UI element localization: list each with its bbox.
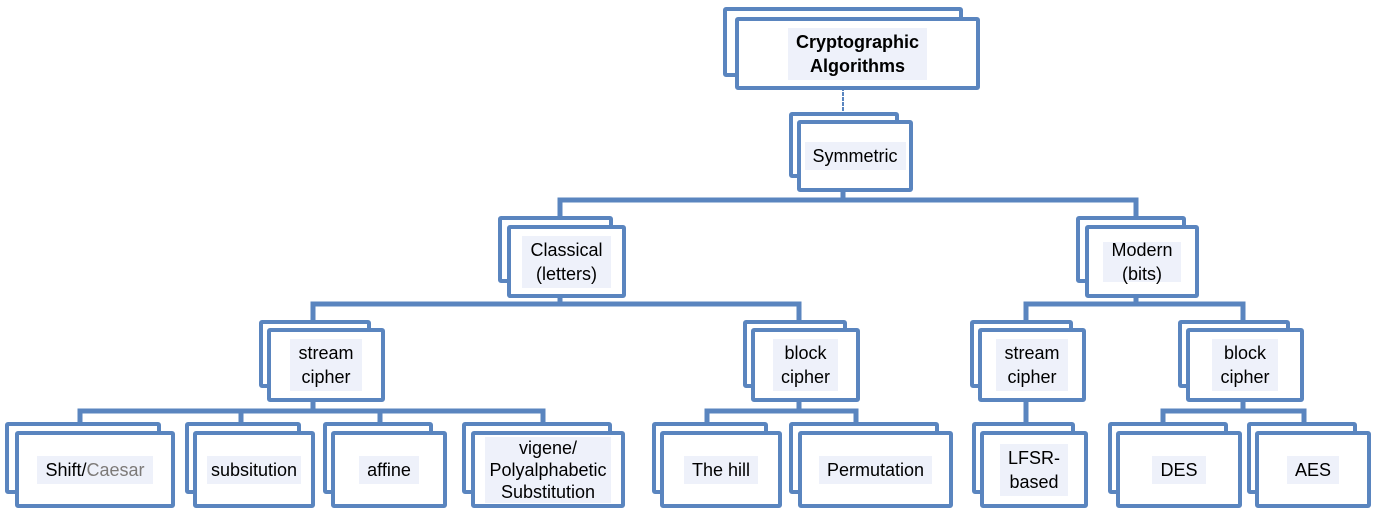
node-label: Cryptographic Algorithms bbox=[787, 27, 927, 80]
node-des: DES bbox=[1108, 422, 1242, 508]
node-cryptographic-algorithms: Cryptographic Algorithms bbox=[723, 7, 980, 90]
node-aes: AES bbox=[1247, 422, 1371, 508]
node-label: Classical (letters) bbox=[522, 235, 611, 288]
node-label: block cipher bbox=[1212, 339, 1278, 391]
node-the-hill: The hill bbox=[652, 422, 782, 508]
node-label: LFSR- based bbox=[999, 443, 1068, 496]
node-label: stream cipher bbox=[996, 339, 1068, 391]
node-label: stream cipher bbox=[290, 339, 362, 391]
node-permutation: Permutation bbox=[789, 422, 953, 508]
shift-text: Shift/ bbox=[45, 459, 87, 480]
node-shift-caesar: Shift/Caesar bbox=[5, 422, 175, 508]
node-modern-block-cipher: block cipher bbox=[1178, 320, 1304, 402]
node-label: affine bbox=[359, 455, 419, 484]
node-label: Shift/Caesar bbox=[37, 455, 153, 484]
node-label: AES bbox=[1286, 455, 1340, 484]
node-substitution: subsitution bbox=[185, 422, 315, 508]
node-symmetric: Symmetric bbox=[789, 112, 913, 192]
node-label: block cipher bbox=[772, 339, 839, 391]
node-label: subsitution bbox=[206, 455, 302, 484]
node-modern-stream-cipher: stream cipher bbox=[970, 320, 1086, 402]
node-vigenere: vigene/ Polyalphabetic Substitution bbox=[462, 422, 625, 508]
node-label: vigene/ Polyalphabetic Substitution bbox=[485, 436, 611, 503]
node-affine: affine bbox=[323, 422, 447, 508]
node-label: DES bbox=[1152, 455, 1206, 484]
node-classical: Classical (letters) bbox=[498, 216, 626, 298]
node-label: Symmetric bbox=[804, 142, 906, 170]
node-classical-block-cipher: block cipher bbox=[743, 320, 860, 402]
node-lfsr-based: LFSR- based bbox=[972, 422, 1088, 508]
node-label: Permutation bbox=[818, 455, 933, 484]
node-label: Modern (bits) bbox=[1103, 241, 1181, 283]
node-label: The hill bbox=[683, 455, 759, 484]
node-modern: Modern (bits) bbox=[1076, 216, 1199, 298]
node-classical-stream-cipher: stream cipher bbox=[259, 320, 385, 402]
caesar-text: Caesar bbox=[86, 459, 145, 480]
